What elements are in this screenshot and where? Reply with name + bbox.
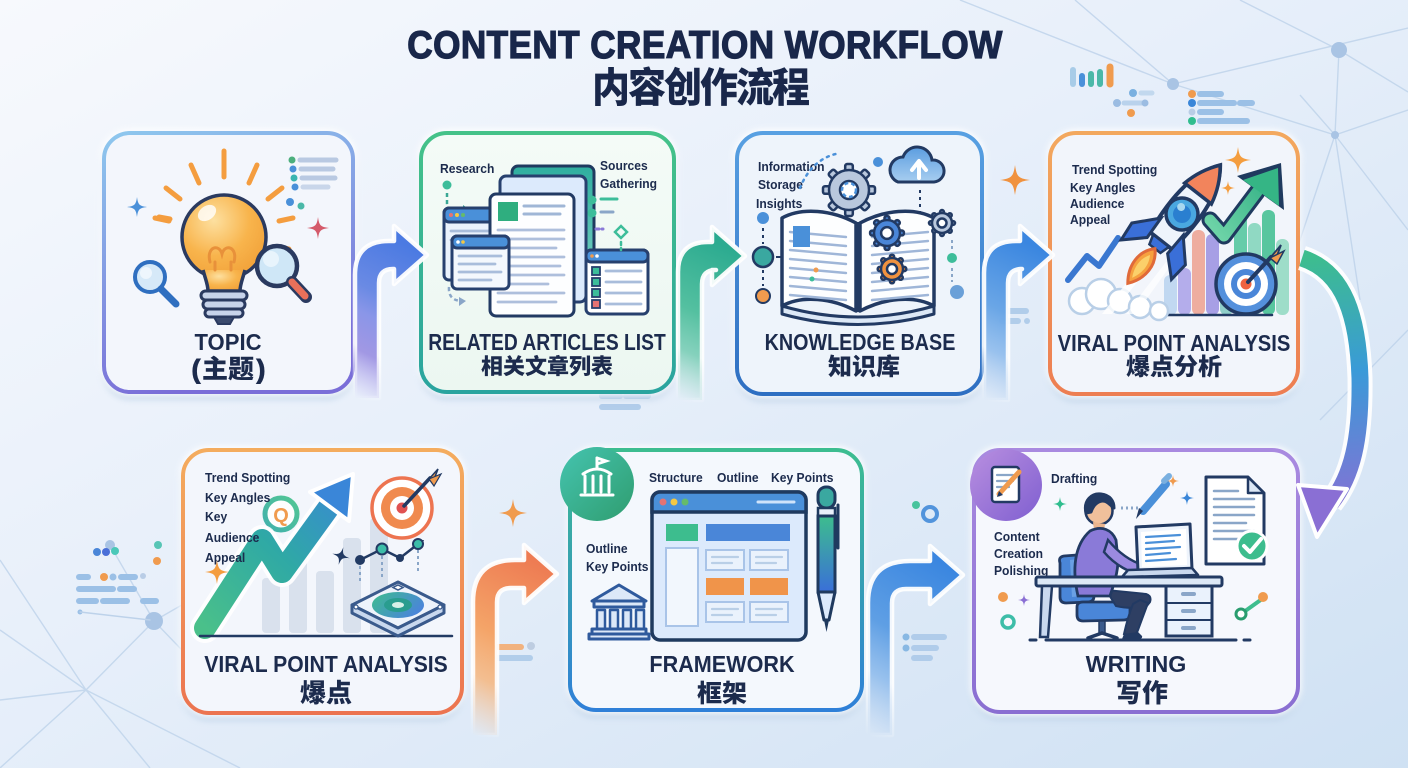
svg-text:Drafting: Drafting bbox=[1051, 472, 1097, 486]
svg-text:Trend Spotting: Trend Spotting bbox=[1072, 163, 1157, 177]
svg-text:): ) bbox=[257, 354, 266, 384]
svg-text:CONTENT CREATION WORKFLOW: CONTENT CREATION WORKFLOW bbox=[407, 22, 1002, 66]
svg-text:Outline: Outline bbox=[717, 471, 759, 485]
svg-text:VIRAL POINT ANALYSIS: VIRAL POINT ANALYSIS bbox=[204, 651, 448, 677]
svg-text:Gathering: Gathering bbox=[600, 177, 657, 191]
svg-text:Research: Research bbox=[440, 162, 494, 176]
svg-text:Key Points: Key Points bbox=[586, 560, 648, 574]
svg-text:VIRAL POINT ANALYSIS: VIRAL POINT ANALYSIS bbox=[1058, 330, 1291, 357]
svg-text:Polishing: Polishing bbox=[994, 564, 1048, 578]
svg-text:Key Angles: Key Angles bbox=[1070, 181, 1135, 195]
svg-text:Creation: Creation bbox=[994, 547, 1043, 561]
svg-text:Sources: Sources bbox=[600, 159, 648, 173]
svg-text:Q: Q bbox=[273, 505, 289, 527]
svg-text:Content: Content bbox=[994, 530, 1040, 544]
svg-text:Key Angles: Key Angles bbox=[205, 491, 270, 505]
svg-text:Audience: Audience bbox=[1070, 197, 1124, 211]
svg-text:WRITING: WRITING bbox=[1086, 651, 1187, 677]
svg-text:RELATED ARTICLES LIST: RELATED ARTICLES LIST bbox=[428, 329, 665, 355]
svg-text:(: ( bbox=[192, 354, 201, 384]
svg-text:Appeal: Appeal bbox=[205, 551, 245, 565]
svg-text:Key Points: Key Points bbox=[771, 471, 833, 485]
svg-text:Outline: Outline bbox=[586, 542, 628, 556]
svg-text:KNOWLEDGE BASE: KNOWLEDGE BASE bbox=[765, 328, 956, 355]
svg-text:Trend Spotting: Trend Spotting bbox=[205, 471, 290, 485]
svg-text:Appeal: Appeal bbox=[1070, 213, 1110, 227]
svg-text:Key: Key bbox=[205, 510, 227, 524]
svg-text:TOPIC: TOPIC bbox=[194, 328, 261, 355]
svg-text:Structure: Structure bbox=[649, 471, 703, 485]
svg-text:Information: Information bbox=[758, 160, 824, 174]
svg-text:Insights: Insights bbox=[756, 197, 802, 211]
svg-text:Audience: Audience bbox=[205, 531, 259, 545]
svg-text:FRAMEWORK: FRAMEWORK bbox=[649, 651, 795, 677]
svg-text:Storage: Storage bbox=[758, 178, 803, 192]
